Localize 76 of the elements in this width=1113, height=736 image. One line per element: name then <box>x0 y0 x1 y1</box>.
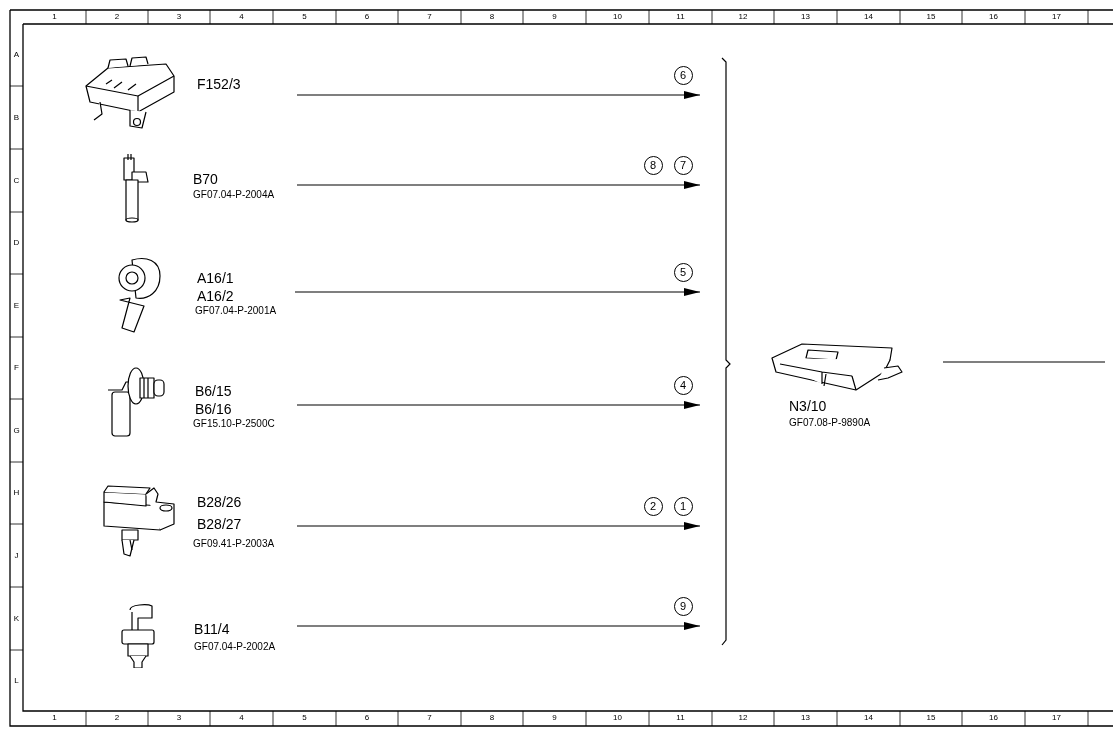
grid-column-number: 15 <box>925 13 937 21</box>
grid-column-number: 2 <box>113 13 121 21</box>
component-code: F152/3 <box>197 77 241 91</box>
reference-code: GF09.41-P-2003A <box>193 539 275 549</box>
grid-column-number: 13 <box>800 13 811 21</box>
grid-row-letter: D <box>12 239 21 247</box>
callout-number: 8 <box>643 155 663 175</box>
grid-column-number: 8 <box>488 13 496 21</box>
callout-number: 2 <box>643 496 663 516</box>
arrow <box>296 181 701 189</box>
grid-column-number: 14 <box>863 13 874 21</box>
grid-column-number: 12 <box>737 714 749 722</box>
grid-column-number: 1 <box>51 13 58 21</box>
grid-column-number: 4 <box>238 714 245 722</box>
grid-column-number: 11 <box>675 13 686 21</box>
grid-row-letter: L <box>13 676 20 685</box>
grid-column-number: 14 <box>863 714 874 722</box>
grid-column-number: 13 <box>800 714 811 722</box>
grid-column-number: 5 <box>301 13 308 21</box>
grid-column-number: 11 <box>675 714 686 722</box>
grid-column-number: 5 <box>301 714 308 722</box>
grid-column-number: 10 <box>612 13 623 21</box>
grid-row-letter: F <box>13 364 20 372</box>
reference-code: GF07.04-P-2001A <box>195 306 277 316</box>
grid-column-number: 9 <box>551 13 558 21</box>
grid-row-letter: J <box>13 551 20 560</box>
callout-number: 9 <box>673 596 693 616</box>
grid-column-number: 1 <box>51 714 58 722</box>
callout-number: 6 <box>673 65 693 85</box>
grid-column-number: 10 <box>612 714 623 722</box>
component-code: B70 <box>193 172 218 186</box>
arrow <box>296 522 701 530</box>
callout-number: 1 <box>673 496 693 516</box>
reference-code: GF07.04-P-2002A <box>194 642 276 652</box>
grid-column-number: 16 <box>988 714 999 722</box>
grid-row-letter: A <box>12 51 21 59</box>
grid-row-letter: E <box>12 301 21 310</box>
grid-row-letter: B <box>12 113 21 122</box>
grid-column-number: 7 <box>426 714 433 722</box>
component-code: A16/2 <box>197 289 234 303</box>
component-code: B6/16 <box>195 402 232 416</box>
grid-column-number: 3 <box>175 714 183 722</box>
grid-column-number: 16 <box>988 13 999 21</box>
component-code: B28/26 <box>197 495 242 509</box>
reference-code: GF15.10-P-2500C <box>193 419 275 429</box>
grid-column-number: 2 <box>113 714 121 722</box>
arrow <box>294 288 701 296</box>
grid-column-number: 3 <box>175 13 183 21</box>
component-code: B6/15 <box>195 384 232 398</box>
grid-column-number: 4 <box>238 13 245 21</box>
callout-number: 4 <box>673 375 693 395</box>
arrow <box>296 91 701 99</box>
grid-column-number: 6 <box>363 13 371 21</box>
component-code: N3/10 <box>789 399 827 413</box>
arrow <box>296 401 701 409</box>
grid-column-number: 8 <box>488 714 496 722</box>
grid-column-number: 17 <box>1051 714 1062 722</box>
arrow <box>296 622 701 630</box>
grid-column-number: 12 <box>737 13 749 21</box>
grid-row-letter: C <box>12 176 21 185</box>
callout-number: 7 <box>673 155 693 175</box>
grid-column-number: 17 <box>1051 13 1062 21</box>
component-code: B11/4 <box>194 622 230 636</box>
connector-line <box>942 361 1106 363</box>
grid-row-letter: G <box>12 426 21 435</box>
grid-column-number: 7 <box>426 13 433 21</box>
callout-number: 5 <box>673 262 693 282</box>
grid-row-letter: K <box>12 614 21 623</box>
component-code: B28/27 <box>197 517 242 531</box>
reference-code: GF07.04-P-2004A <box>193 190 275 200</box>
grid-column-number: 6 <box>363 714 371 722</box>
reference-code: GF07.08-P-9890A <box>789 418 871 428</box>
grid-row-letter: H <box>12 489 21 497</box>
component-code: A16/1 <box>197 271 234 285</box>
grid-column-number: 9 <box>551 714 558 722</box>
grid-column-number: 15 <box>925 714 937 722</box>
